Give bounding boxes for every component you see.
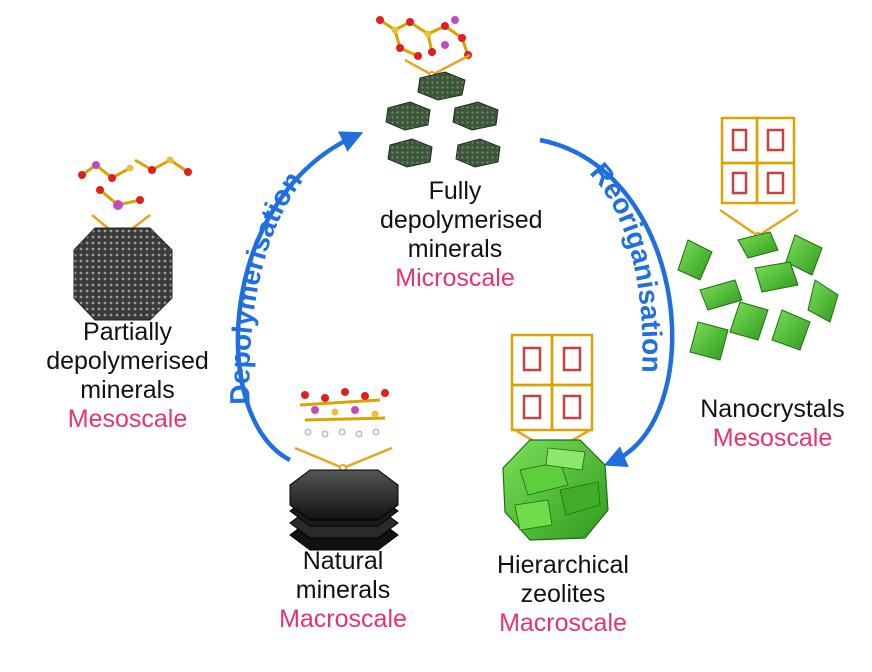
partially-depolymerised-label: Partially depolymerised minerals Mesosca… (45, 318, 210, 434)
hier-line2: zeolites (520, 580, 606, 608)
hier-scale: Macroscale (499, 609, 627, 637)
microscale-crystals (385, 71, 501, 168)
natural-molecule-layer (299, 388, 389, 438)
hierarchical-zeolites-illustration (502, 333, 609, 541)
fully-line3: minerals (407, 235, 503, 263)
macroscale-dark-stack (289, 469, 399, 551)
partial-line1: Partially (83, 318, 172, 346)
partial-scale: Mesoscale (67, 405, 188, 433)
natural-line2: minerals (295, 576, 391, 604)
zeolite-framework (510, 333, 594, 432)
fully-scale: Microscale (395, 264, 515, 292)
nano-bond-lines (719, 208, 799, 238)
left-arrow-label: Depolymerisation (224, 165, 308, 405)
natural-minerals-label: Natural minerals Macroscale (258, 547, 428, 634)
fully-line1: Fully (428, 177, 482, 205)
partial-line2: depolymerised (46, 347, 209, 375)
hierarchical-zeolites-label: Hierarchical zeolites Macroscale (478, 551, 648, 638)
fully-molecule-cluster (379, 18, 470, 58)
right-cycle-arrow (539, 137, 675, 467)
fully-line2: depolymerised (380, 206, 543, 234)
nano-line1: Nanocrystals (700, 395, 845, 423)
left-cycle-arrow (235, 131, 364, 463)
right-arrow-label: Reoriganisation (584, 157, 667, 373)
natural-line1: Natural (302, 547, 384, 575)
fully-atoms (376, 16, 472, 60)
nano-scale: Mesoscale (712, 424, 833, 452)
mesoscale-dark-crystal (73, 227, 173, 321)
fully-depolymerised-label: Fully depolymerised minerals Microscale (380, 177, 543, 293)
hier-line1: Hierarchical (497, 551, 629, 579)
nano-green-platelets (677, 231, 839, 361)
nano-framework (720, 116, 796, 205)
nanocrystals-illustration (677, 116, 839, 361)
partially-depolymerised-illustration (73, 156, 192, 321)
natural-scale: Macroscale (279, 605, 407, 633)
natural-minerals-illustration (289, 388, 399, 551)
fully-depolymerised-illustration (376, 16, 501, 168)
partial-atoms (78, 156, 192, 210)
macroscale-zeolite-aggregate (502, 439, 609, 541)
partial-line3: minerals (80, 376, 175, 404)
nanocrystals-label: Nanocrystals Mesoscale (680, 395, 865, 453)
